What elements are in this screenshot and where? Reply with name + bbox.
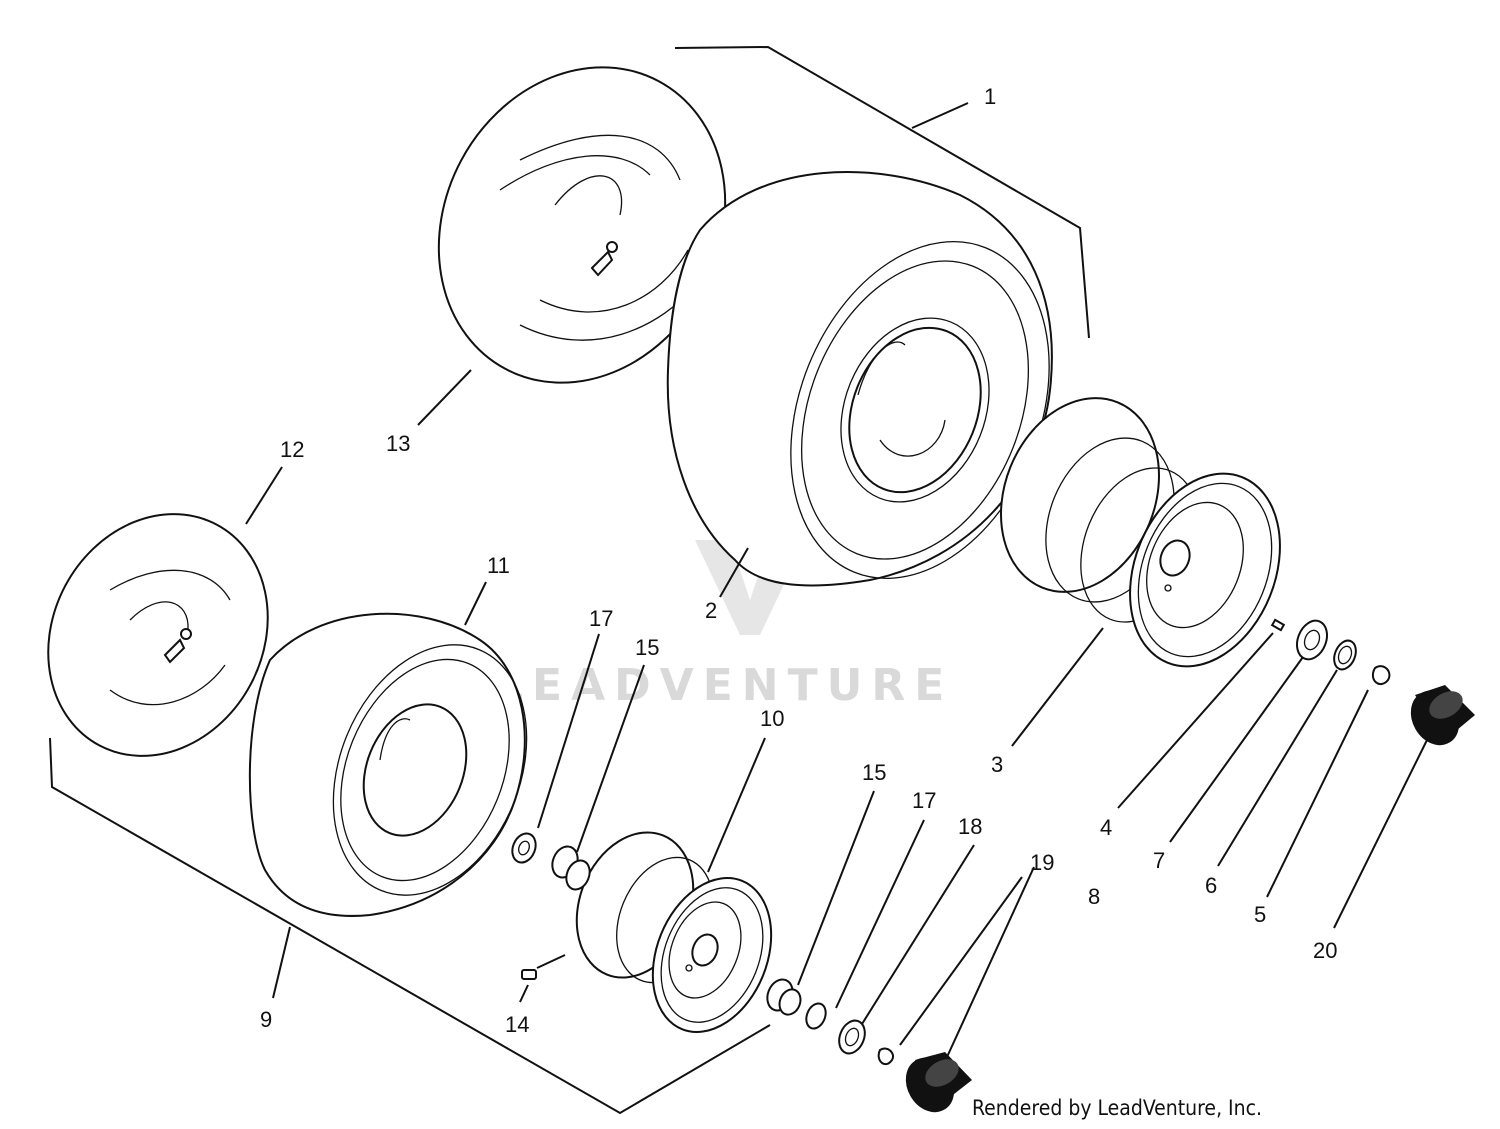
- bracket-small-wheel: [49, 737, 771, 1115]
- callout-14: 14: [505, 1012, 529, 1037]
- washer-6: [1333, 639, 1357, 671]
- callout-18: 18: [958, 814, 982, 839]
- callout-3: 3: [991, 752, 1003, 777]
- watermark-text: LEADVENTURE: [495, 660, 953, 711]
- key-4: [1270, 618, 1286, 632]
- valve-stem-14: [521, 954, 566, 980]
- callout-13: 13: [386, 431, 410, 456]
- inner-tube-large: [437, 66, 727, 384]
- callout-8: 8: [1088, 884, 1100, 909]
- washer-17b: [805, 1002, 827, 1030]
- callout-15b: 15: [862, 760, 886, 785]
- cap-20: [1410, 685, 1475, 746]
- callout-17a: 17: [589, 606, 613, 631]
- inner-tube-small: [47, 513, 269, 757]
- washer-18: [838, 1019, 866, 1055]
- callout-17b: 17: [912, 788, 936, 813]
- clip-5: [1371, 665, 1391, 686]
- leader-lines: [245, 102, 1429, 1058]
- callout-9: 9: [260, 1007, 272, 1032]
- washer-17a: [511, 832, 537, 864]
- credit-text: Rendered by LeadVenture, Inc.: [972, 1096, 1262, 1120]
- callout-2: 2: [705, 598, 717, 623]
- callout-1: 1: [984, 84, 996, 109]
- bracket-large-wheel: [674, 45, 1090, 339]
- callout-7: 7: [1153, 848, 1165, 873]
- rim-small: [575, 831, 773, 1033]
- callout-19: 19: [1030, 850, 1054, 875]
- bushing-15b: [766, 978, 802, 1016]
- callout-5: 5: [1254, 902, 1266, 927]
- washer-7: [1296, 619, 1328, 661]
- callout-11: 11: [487, 553, 510, 578]
- bushing-15a: [551, 845, 591, 891]
- callout-12: 12: [280, 437, 304, 462]
- callout-4: 4: [1100, 815, 1112, 840]
- callout-20: 20: [1313, 938, 1337, 963]
- cap-8: [905, 1052, 972, 1113]
- callout-6: 6: [1205, 873, 1217, 898]
- clip-19: [877, 1047, 894, 1066]
- hardware-parts: [511, 618, 1475, 1113]
- rim-large: [1000, 397, 1281, 668]
- callout-10: 10: [760, 706, 784, 731]
- callout-15a: 15: [635, 635, 659, 660]
- callout-labels: 1 2 3 4 5 6 7 8 9 10 11 12 13 14 15 15 1…: [260, 84, 1337, 1037]
- tire-small: [248, 612, 528, 917]
